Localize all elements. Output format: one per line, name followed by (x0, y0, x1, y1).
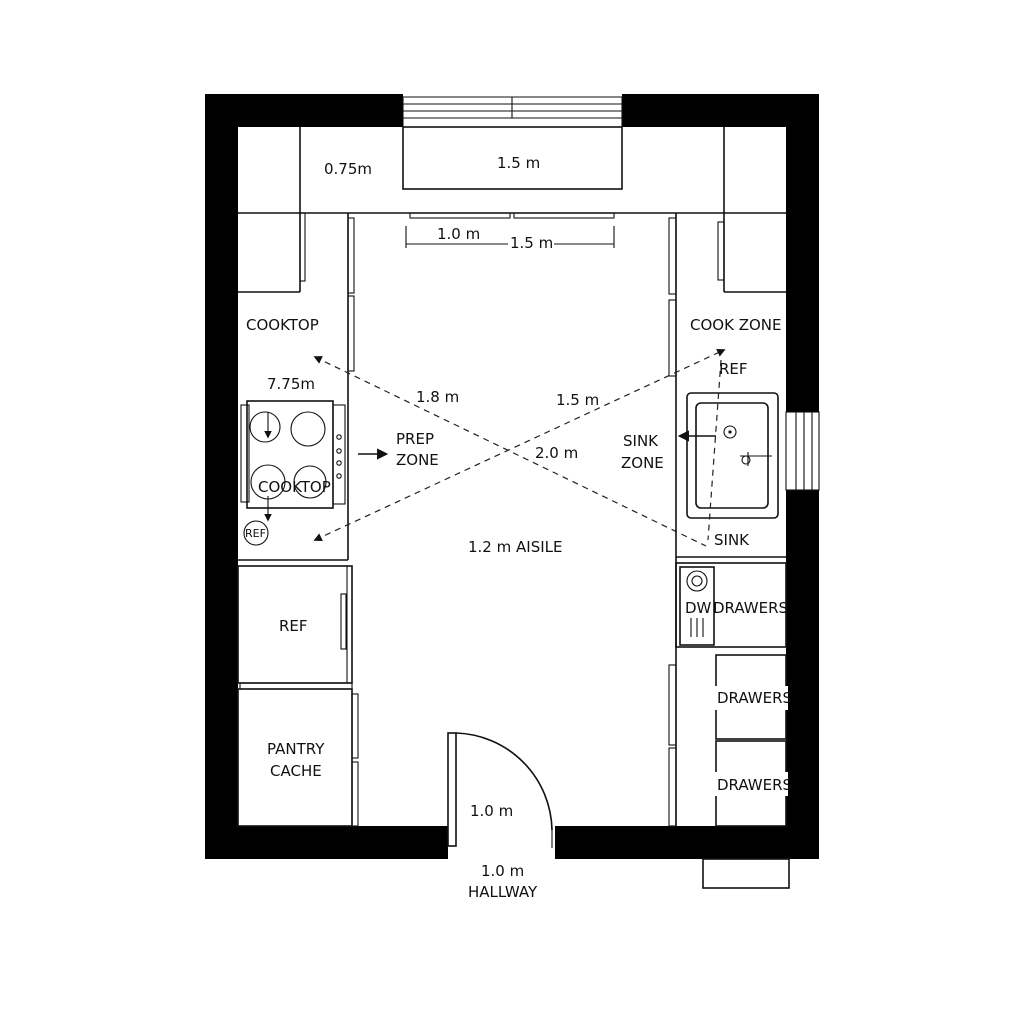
wall-bottom-left (205, 826, 448, 859)
door (447, 732, 553, 848)
top-window (402, 96, 623, 127)
hallway-label: HALLWAY (468, 883, 538, 901)
diag-dim-3: 2.0 m (535, 444, 578, 462)
ref-symbol (243, 520, 269, 546)
top-window-dim: 1.5 m (497, 154, 540, 172)
right-lower-units (675, 562, 788, 827)
drawers-label-1: DRAWERS (713, 599, 788, 617)
drawers-unit (675, 562, 787, 648)
wall-bottom-right (555, 826, 819, 859)
pantry-label-2: CACHE (270, 762, 322, 780)
prep-zone-label-1: PREP (396, 430, 434, 448)
top-cabinet (402, 126, 623, 190)
ref-small-label: REF (245, 527, 266, 540)
labels: 0.75m 1.5 m 1.0 m 1.5 m COOKTOP 7.75m CO… (245, 154, 792, 901)
pantry-label-1: PANTRY (267, 740, 325, 758)
cooktop-range (240, 400, 346, 546)
cooktop-dim: 7.75m (267, 375, 315, 393)
work-triangle (313, 349, 726, 547)
dimension-lines (405, 226, 615, 250)
door-leaf (447, 732, 457, 847)
sink-zone-label-1: SINK (623, 432, 659, 450)
drawers-label-2: DRAWERS (717, 689, 792, 707)
left-lower-units (237, 565, 359, 827)
hall-dim: 1.0 m (481, 862, 524, 880)
aisle-label: 1.2 m AISILE (468, 538, 562, 556)
cooktop-label: COOKTOP (246, 316, 319, 334)
right-counter (668, 213, 786, 827)
diag-dim-2: 1.5 m (556, 391, 599, 409)
sink-zone-label-2: ZONE (621, 454, 664, 472)
drawers-label-3: DRAWERS (717, 776, 792, 794)
ref-to-cook-path (313, 349, 726, 541)
wall-right-upper (786, 94, 819, 412)
prep-zone-label-2: ZONE (396, 451, 439, 469)
ref-right-label: REF (719, 360, 748, 378)
diag-dim-1: 1.8 m (416, 388, 459, 406)
burner (249, 411, 281, 443)
wall-right-lower (786, 490, 819, 859)
top-left-dim: 0.75m (324, 160, 372, 178)
sink-label: SINK (714, 531, 750, 549)
top-counter (238, 126, 786, 219)
ref-left-label: REF (279, 617, 308, 635)
top-dim-b: 1.5 m (510, 234, 553, 252)
dishwasher (679, 566, 715, 646)
right-window (785, 411, 820, 491)
sink-path (707, 359, 722, 541)
cook-zone-label: COOK ZONE (690, 316, 781, 334)
cooktop-range-label: COOKTOP (258, 478, 331, 496)
door-dim: 1.0 m (470, 802, 513, 820)
dw-label: DW (685, 599, 712, 617)
wall-left (205, 94, 238, 859)
top-dim-a: 1.0 m (437, 225, 480, 243)
exterior-step (702, 858, 790, 889)
sink (677, 392, 779, 519)
walls (205, 94, 819, 859)
burner (290, 411, 326, 447)
